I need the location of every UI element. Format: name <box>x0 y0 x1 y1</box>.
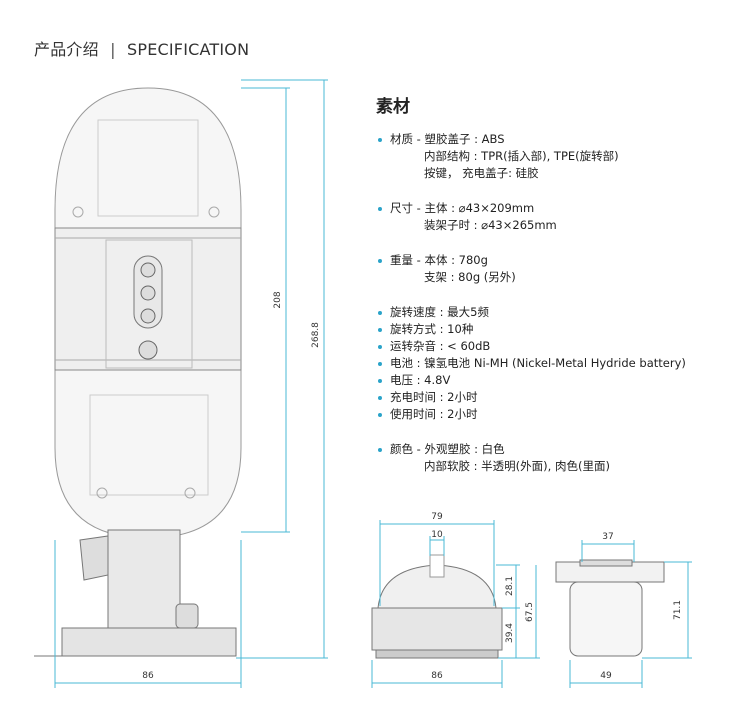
material-line-2: 内部结构 : TPR(插入部), TPE(旋转部) <box>424 149 619 163</box>
side-dimensions <box>569 540 692 688</box>
dim-total-height: 268.8 <box>311 322 321 348</box>
size-line-2: 装架子时 : ⌀43×265mm <box>424 218 557 232</box>
dim-main-width: 86 <box>142 671 154 681</box>
spec-panel: 素材 材质 - 塑胶盖子 : ABS 内部结构 : TPR(插入部), TPE(… <box>376 92 736 493</box>
device-drawing <box>54 87 242 539</box>
color-group: 颜色 - 外观塑胶 : 白色 内部软胶 : 半透明(外面), 肉色(里面) <box>376 441 736 475</box>
base-dimensions <box>371 520 540 688</box>
feature-item: 旋转速度 : 最大5频 <box>376 304 736 321</box>
material-group: 材质 - 塑胶盖子 : ABS 内部结构 : TPR(插入部), TPE(旋转部… <box>376 131 736 182</box>
feature-item: 使用时间 : 2小时 <box>376 406 736 423</box>
dim-base-h2: 39.4 <box>505 623 515 643</box>
page-header: 产品介绍 | SPECIFICATION <box>34 36 249 60</box>
dim-side-top: 37 <box>602 532 613 542</box>
header-separator: | <box>110 40 116 59</box>
side-drawing <box>555 559 665 657</box>
header-title-en: SPECIFICATION <box>127 40 250 59</box>
dim-main-height: 208 <box>273 291 283 308</box>
size-line-1: 尺寸 - 主体 : ⌀43×209mm <box>376 200 736 217</box>
material-line-1: 材质 - 塑胶盖子 : ABS <box>376 131 736 148</box>
stand-drawing <box>34 529 237 657</box>
dim-base-top-width: 79 <box>431 512 443 522</box>
dim-side-width: 49 <box>600 671 612 681</box>
dim-base-h1: 28.1 <box>505 576 515 596</box>
feature-item: 旋转方式 : 10种 <box>376 321 736 338</box>
dim-base-inner-width: 10 <box>431 530 443 540</box>
feature-item: 运转杂音 : < 60dB <box>376 338 736 355</box>
feature-item: 充电时间 : 2小时 <box>376 389 736 406</box>
color-line-2: 内部软胶 : 半透明(外面), 肉色(里面) <box>424 459 610 473</box>
features-group: 旋转速度 : 最大5频 旋转方式 : 10种 运转杂音 : < 60dB 电池 … <box>376 304 736 423</box>
size-group: 尺寸 - 主体 : ⌀43×209mm 装架子时 : ⌀43×265mm <box>376 200 736 234</box>
header-title-cn: 产品介绍 <box>34 40 99 59</box>
weight-group: 重量 - 本体 : 780g 支架 : 80g (另外) <box>376 252 736 286</box>
material-line-3: 按键， 充电盖子: 硅胶 <box>424 166 539 180</box>
device-dimensions <box>54 79 328 688</box>
weight-line-2: 支架 : 80g (另外) <box>424 270 516 284</box>
dim-side-height: 71.1 <box>673 600 683 620</box>
color-line-1: 颜色 - 外观塑胶 : 白色 <box>376 441 736 458</box>
feature-item: 电池 : 镍氢电池 Ni-MH (Nickel-Metal Hydride ba… <box>376 355 736 372</box>
base-drawing <box>371 554 503 659</box>
weight-line-1: 重量 - 本体 : 780g <box>376 252 736 269</box>
spec-title: 素材 <box>376 97 410 117</box>
feature-item: 电压 : 4.8V <box>376 372 736 389</box>
dim-base-width: 86 <box>431 671 443 681</box>
dim-base-total: 67.5 <box>525 602 535 622</box>
